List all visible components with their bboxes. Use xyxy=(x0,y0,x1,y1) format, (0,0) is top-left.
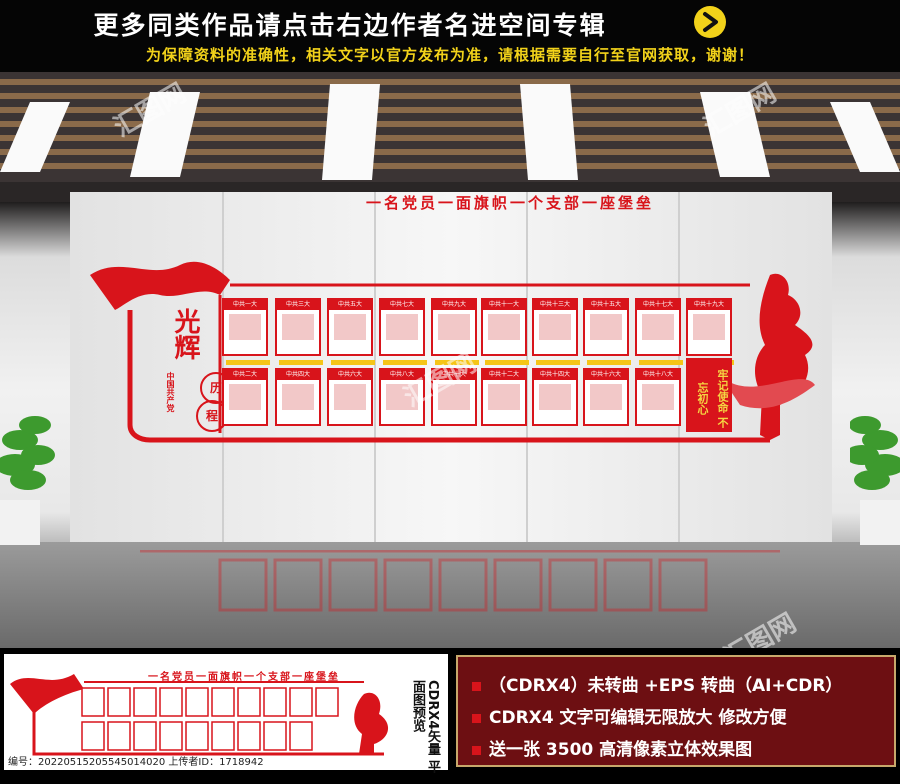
congress-label: 中共十大 xyxy=(433,370,475,380)
timeline-arrow xyxy=(383,360,427,365)
congress-frame: 中共一大 xyxy=(222,298,268,356)
timeline-arrow xyxy=(587,360,631,365)
info-text-1: （CDRX4）未转曲 +EPS 转曲（AI+CDR） xyxy=(489,676,843,696)
bullet-icon xyxy=(472,745,481,755)
preview-headline: 一名党员一面旗帜一个支部一座堡垒 xyxy=(148,672,340,683)
floor-reflection xyxy=(140,550,780,612)
congress-frame: 中共十七大 xyxy=(635,298,681,356)
congress-frame: 中共五大 xyxy=(327,298,373,356)
congress-label: 中共八大 xyxy=(381,370,423,380)
congress-label: 中共一大 xyxy=(224,300,266,310)
banner-subtitle: 为保障资料的准确性，相关文字以官方发布为准，请根据需要自行至官网获取，谢谢！ xyxy=(145,46,754,64)
display-wall-graphic xyxy=(90,261,815,443)
flag-shape xyxy=(90,261,230,310)
congress-label: 中共十八大 xyxy=(637,370,679,380)
preview-tag: CDRX4矢量 平面图预览 xyxy=(410,680,440,773)
timeline-arrow xyxy=(331,360,375,365)
congress-frame: 中共八大 xyxy=(379,368,425,426)
potted-plant-right xyxy=(850,416,900,545)
congress-frame: 中共十八大 xyxy=(635,368,681,426)
info-line-2: CDRX4 文字可编辑无限放大 修改方便 xyxy=(472,703,786,728)
congress-frame: 中共三大 xyxy=(275,298,321,356)
preview-tag-box xyxy=(410,656,440,768)
display-headline: 一名党员一面旗帜一个支部一座堡垒 xyxy=(365,194,654,212)
congress-label: 中共十四大 xyxy=(534,370,576,380)
party-subtitle: 中国共产党 xyxy=(166,372,175,412)
flat-preview: 一名党员一面旗帜一个支部一座堡垒 xyxy=(4,654,448,770)
congress-label: 中共五大 xyxy=(329,300,371,310)
timeline-arrow xyxy=(435,360,479,365)
congress-frame: 中共十六大 xyxy=(583,368,629,426)
congress-label: 中共十七大 xyxy=(637,300,679,310)
bullet-icon xyxy=(472,681,481,691)
congress-label: 中共十五大 xyxy=(585,300,627,310)
congress-label: 中共六大 xyxy=(329,370,371,380)
congress-label: 中共十六大 xyxy=(585,370,627,380)
congress-frame: 中共十九大 xyxy=(686,298,732,356)
congress-label: 中共十九大 xyxy=(688,300,730,310)
congress-frame: 中共十五大 xyxy=(583,298,629,356)
timeline-arrow xyxy=(279,360,323,365)
congress-frame: 中共七大 xyxy=(379,298,425,356)
floor xyxy=(0,542,900,648)
top-banner xyxy=(0,0,900,72)
congress-label: 中共十二大 xyxy=(483,370,525,380)
congress-label: 中共七大 xyxy=(381,300,423,310)
congress-frame: 中共十四大 xyxy=(532,368,578,426)
banner-title: 更多同类作品请点击右边作者名进空间专辑 xyxy=(93,11,607,40)
motto-box: 牢记使命 不忘初心 xyxy=(686,358,732,432)
timeline-arrow xyxy=(639,360,683,365)
arrow-right-icon[interactable] xyxy=(694,6,726,38)
info-text-3: 送一张 3500 高清像素立体效果图 xyxy=(489,740,753,760)
potted-plant-left xyxy=(0,416,55,545)
congress-frame: 中共九大 xyxy=(431,298,477,356)
info-line-3: 送一张 3500 高清像素立体效果图 xyxy=(472,735,752,760)
timeline-arrow xyxy=(536,360,580,365)
congress-frame: 中共十二大 xyxy=(481,368,527,426)
congress-label: 中共十三大 xyxy=(534,300,576,310)
congress-frame: 中共二大 xyxy=(222,368,268,426)
statue-silhouette xyxy=(754,273,813,440)
congress-frame: 中共四大 xyxy=(275,368,321,426)
info-line-1: （CDRX4）未转曲 +EPS 转曲（AI+CDR） xyxy=(472,671,842,696)
congress-label: 中共三大 xyxy=(277,300,319,310)
congress-label: 中共十一大 xyxy=(483,300,525,310)
timeline-arrow xyxy=(485,360,529,365)
congress-frame: 中共十大 xyxy=(431,368,477,426)
congress-label: 中共四大 xyxy=(277,370,319,380)
congress-label: 中共二大 xyxy=(224,370,266,380)
congress-label: 中共九大 xyxy=(433,300,475,310)
congress-frame: 中共十三大 xyxy=(532,298,578,356)
file-number: 编号：20220515205545014020 上传者ID：1718942 xyxy=(8,757,264,768)
timeline-arrow xyxy=(226,360,270,365)
preview-graphic xyxy=(10,674,389,756)
info-text-2: CDRX4 文字可编辑无限放大 修改方便 xyxy=(489,708,787,728)
congress-frame: 中共十一大 xyxy=(481,298,527,356)
info-box: （CDRX4）未转曲 +EPS 转曲（AI+CDR） CDRX4 文字可编辑无限… xyxy=(456,655,896,767)
congress-frame: 中共六大 xyxy=(327,368,373,426)
bullet-icon xyxy=(472,713,481,723)
glory-title: 光辉 xyxy=(170,308,200,360)
